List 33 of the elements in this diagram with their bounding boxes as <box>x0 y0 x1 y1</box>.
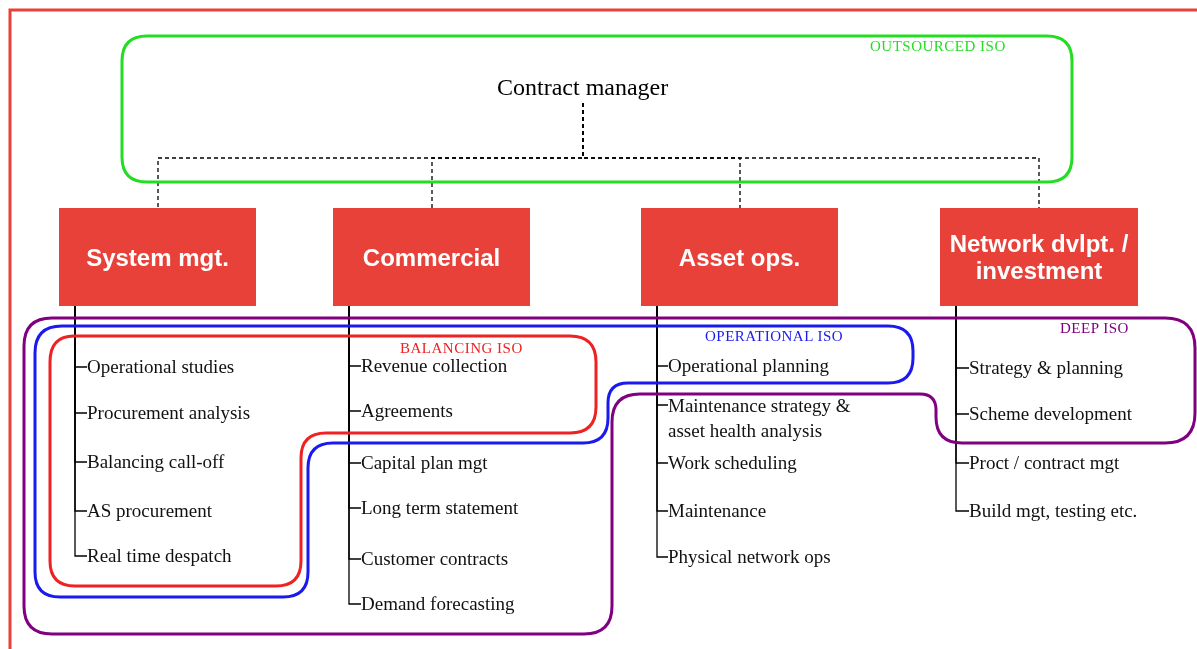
task-text: Agreements <box>361 399 453 423</box>
task-text: Customer contracts <box>361 547 509 571</box>
role-title: Contract manager <box>497 74 669 101</box>
task-text: Demand forecasting <box>361 592 515 616</box>
task-text: Capital plan mgt <box>361 451 488 475</box>
task-text: Scheme development <box>969 402 1133 426</box>
task-text: Physical network ops <box>668 545 831 569</box>
task-text: Strategy & planning <box>969 356 1124 380</box>
connector-line <box>656 305 669 558</box>
department-box: Commercial <box>333 208 530 306</box>
region-label: DEEP ISO <box>1060 320 1129 337</box>
department-box: Network dvlpt. / investment <box>940 208 1138 306</box>
task-text: AS procurement <box>87 499 213 523</box>
connector-line <box>74 305 88 557</box>
connector-line <box>955 305 970 512</box>
task-text: Maintenance strategy & asset health analysis <box>668 393 883 443</box>
task-text: Operational studies <box>87 355 235 379</box>
region-label: OPERATIONAL ISO <box>705 328 844 345</box>
region-label: OUTSOURCED ISO <box>870 38 1006 55</box>
task-text: Procurement analysis <box>87 401 251 425</box>
task-text: Operational planning <box>668 354 829 378</box>
task-text: Work scheduling <box>668 451 797 475</box>
task-text: Long term statement <box>361 496 519 520</box>
task-text: Revenue collection <box>361 354 508 378</box>
task-text: Build mgt, testing etc. <box>969 499 1138 523</box>
task-text: Proct / contract mgt <box>969 451 1120 475</box>
department-box: Asset ops. <box>641 208 838 306</box>
task-text: Real time despatch <box>87 544 232 568</box>
department-box: System mgt. <box>59 208 256 306</box>
task-text: Maintenance <box>668 499 767 523</box>
region-label: BALANCING ISO <box>400 340 523 357</box>
task-text: Balancing call-off <box>87 450 225 474</box>
dashed-connector <box>582 102 1040 209</box>
